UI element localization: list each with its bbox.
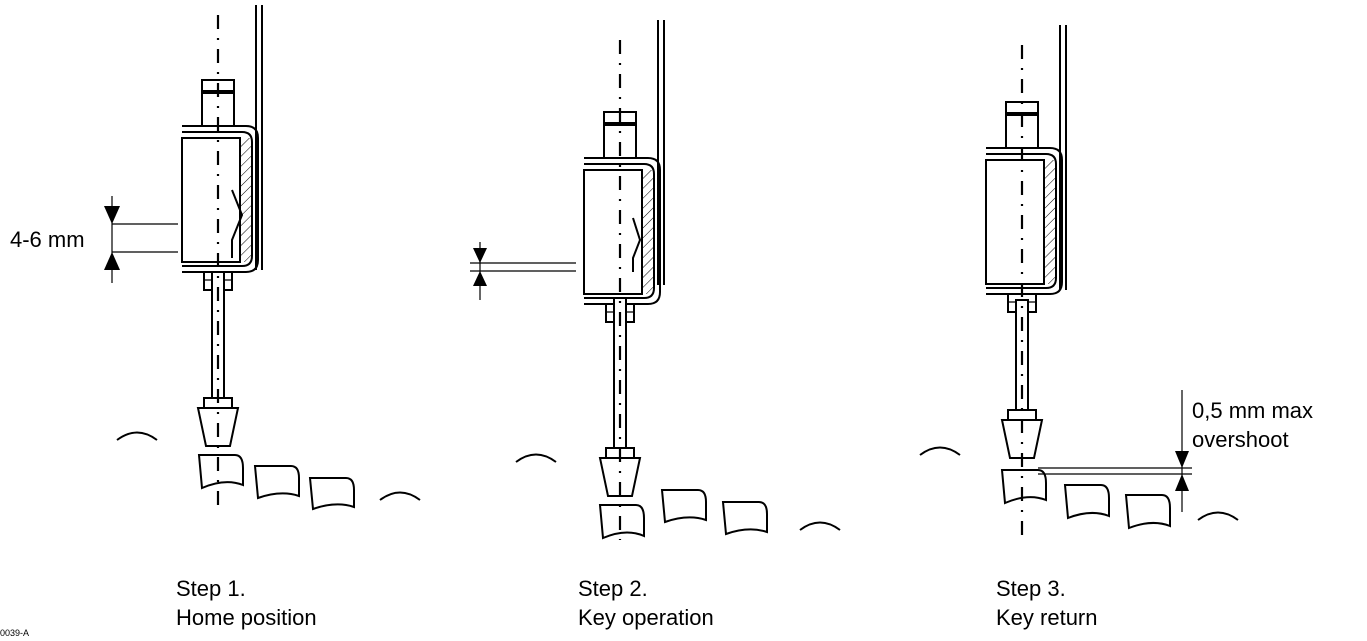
overshoot-label-line1: 0,5 mm max xyxy=(1192,398,1313,423)
step-1-label: Step 1. xyxy=(176,576,246,601)
figure-code: 7-0039-A xyxy=(0,628,29,638)
step-3-label: Step 3. xyxy=(996,576,1066,601)
step-1-caption: Home position xyxy=(176,605,317,630)
step-2-label: Step 2. xyxy=(578,576,648,601)
overshoot-label-line2: overshoot xyxy=(1192,427,1289,452)
step-2-caption: Key operation xyxy=(578,605,714,630)
step-1-drawing xyxy=(104,5,421,511)
travel-dimension-label: 4-6 mm xyxy=(10,227,85,252)
step-3-caption: Key return xyxy=(996,605,1098,630)
step-3-drawing xyxy=(919,25,1239,540)
step-2-drawing xyxy=(470,20,841,540)
